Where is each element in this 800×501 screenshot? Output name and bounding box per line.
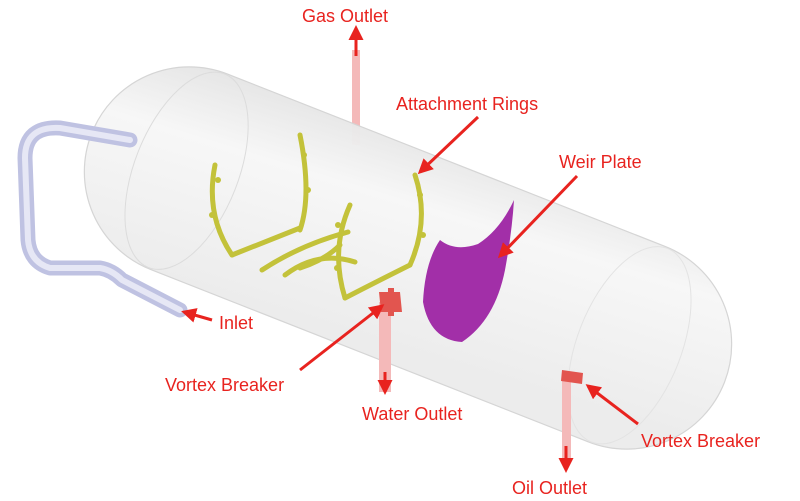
gas-outlet-label: Gas Outlet bbox=[302, 6, 388, 26]
annotation-arrows bbox=[181, 25, 639, 473]
separator-vessel bbox=[83, 66, 733, 450]
vortex-breaker-left bbox=[379, 288, 402, 316]
attachment-ring-studs bbox=[209, 152, 426, 271]
attachment-rings bbox=[209, 132, 424, 301]
weir-plate-arrow bbox=[497, 174, 579, 259]
inlet-label: Inlet bbox=[219, 313, 253, 333]
gas-outlet-nozzle bbox=[352, 50, 360, 145]
inlet-arrow bbox=[181, 308, 213, 323]
vortex-breaker-right bbox=[561, 370, 583, 384]
weir-plate-label: Weir Plate bbox=[559, 152, 642, 172]
oil-outlet-label: Oil Outlet bbox=[512, 478, 587, 498]
water-outlet-nozzle bbox=[379, 302, 391, 392]
weir-plate bbox=[423, 200, 514, 342]
vortex-breaker-right-arrow bbox=[585, 384, 639, 426]
vortex-breaker-left-label: Vortex Breaker bbox=[165, 375, 284, 395]
inlet-pipe bbox=[17, 120, 188, 318]
oil-outlet-nozzle bbox=[562, 378, 571, 463]
attachment-rings-arrow bbox=[417, 115, 480, 175]
attachment-rings-label: Attachment Rings bbox=[396, 94, 538, 114]
water-outlet-label: Water Outlet bbox=[362, 404, 462, 424]
vortex-breaker-right-label: Vortex Breaker bbox=[641, 431, 760, 451]
vortex-breaker-left-arrow bbox=[299, 304, 385, 372]
